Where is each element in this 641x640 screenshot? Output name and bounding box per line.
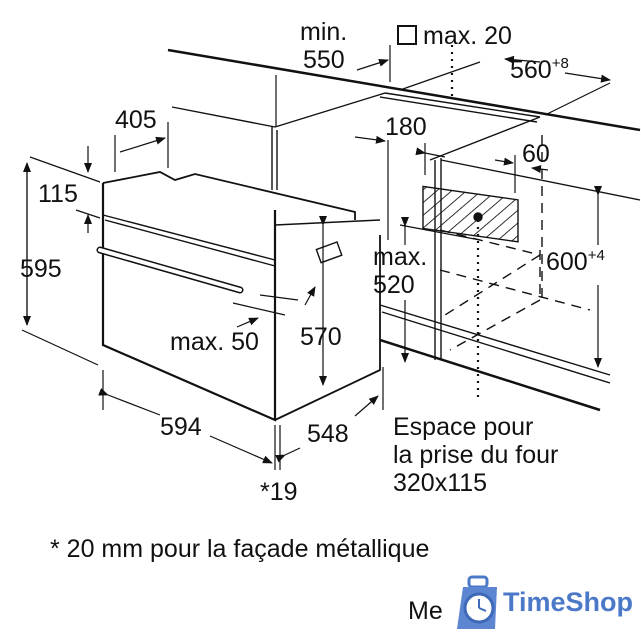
body-height-570-label: 570 — [300, 323, 342, 351]
timeshop-watermark: TimeShop — [455, 575, 635, 631]
clock-bag-icon — [457, 575, 497, 629]
socket-text-line2: la prise du four — [393, 441, 559, 469]
cut-text: Me — [408, 597, 443, 625]
niche-height-value: 600 — [546, 248, 588, 276]
max-50-label: max. 50 — [170, 328, 259, 356]
depth-405-label: 405 — [115, 106, 157, 134]
width-594-label: 594 — [160, 413, 202, 441]
niche-width-value: 560 — [510, 56, 552, 84]
niche-height-tolerance: +4 — [587, 247, 605, 264]
min-label: min. — [300, 18, 348, 46]
max-label: max. — [373, 243, 428, 271]
niche-width-label: 560+8 — [510, 55, 569, 84]
square-icon — [397, 25, 417, 45]
front-offset-19-label: *19 — [260, 478, 298, 506]
max-thickness-value: max. 20 — [423, 22, 512, 50]
socket-text-line1: Espace pour — [393, 413, 534, 441]
niche-height-label: 600+4 — [546, 247, 605, 276]
max-thickness-label: max. 20 — [397, 24, 512, 49]
max-520-label: 520 — [373, 271, 415, 299]
footnote: * 20 mm pour la façade métallique — [50, 535, 430, 563]
cabinet-lines — [96, 45, 641, 422]
niche-width-tolerance: +8 — [551, 55, 569, 72]
dimension-lines — [21, 45, 611, 470]
brand-name: TimeShop — [503, 587, 634, 617]
total-height-595-label: 595 — [20, 255, 62, 283]
front-height-115-label: 115 — [38, 180, 78, 208]
depth-180-label: 180 — [385, 113, 427, 141]
socket-text-line3: 320x115 — [393, 469, 488, 497]
min-value-550: 550 — [303, 46, 345, 74]
depth-548-label: 548 — [307, 420, 349, 448]
depth-60-label: 60 — [522, 140, 550, 168]
